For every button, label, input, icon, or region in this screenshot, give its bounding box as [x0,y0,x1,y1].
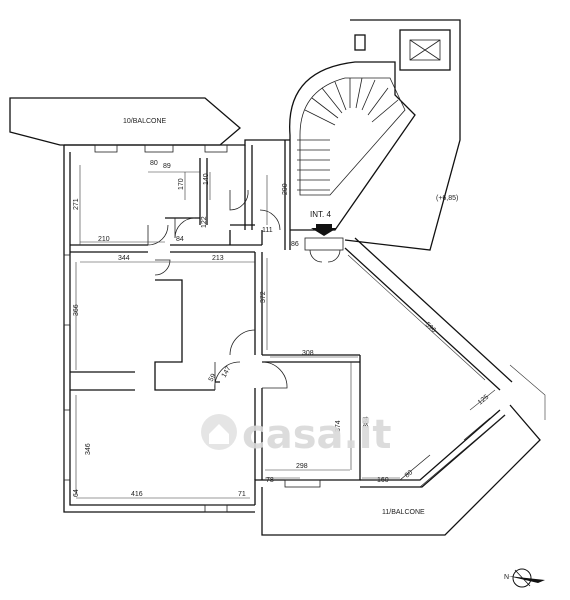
dim-160: 160 [377,477,389,484]
dim-346: 346 [85,443,92,455]
dim-59: 59 [208,373,218,383]
watermark: casa.it [201,412,392,458]
dim-290: 290 [282,183,289,195]
dim-384: 384 [363,416,370,428]
dimension-lines [75,165,546,499]
dimension-labels: 80 89 170 140 271 290 210 84 122 111 86 … [73,160,490,498]
dim-213: 213 [212,255,224,262]
elevation-label: (+6,85) [436,195,458,202]
entrance-marker: INT. 4 [310,210,337,236]
dim-308: 308 [302,350,314,357]
dim-89: 89 [163,163,171,170]
watermark-text: casa.it [242,412,392,458]
dim-374: 374 [335,420,342,432]
dim-271: 271 [73,198,80,210]
windows [63,144,491,513]
dim-596: 596 [424,321,437,334]
dim-64: 64 [73,489,80,497]
dim-416: 416 [131,491,143,498]
doors [147,189,344,391]
dim-84: 84 [176,236,184,243]
dim-372: 372 [260,291,267,303]
dim-140: 140 [203,173,210,185]
interior-walls [70,145,360,480]
balcony-11-label: 11/BALCONE [382,509,425,516]
dim-80-bottom: 80 [404,469,415,479]
north-compass: N [504,568,545,588]
dim-80-top: 80 [150,160,158,167]
entrance-label: INT. 4 [310,210,331,219]
dim-366: 366 [73,304,80,316]
dim-71: 71 [238,491,246,498]
balcony-10-label: 10/BALCONE [123,118,167,125]
dim-298: 298 [296,463,308,470]
stairwell [289,19,461,251]
balcony-11: 11/BALCONE [261,404,541,536]
dim-147: 147 [221,365,233,379]
compass-icon [512,568,532,588]
dim-344: 344 [118,255,130,262]
dim-170: 170 [178,178,185,190]
dim-78: 78 [266,477,274,484]
dim-111: 111 [262,227,273,234]
entrance-arrow-icon [311,224,337,236]
north-label: N [504,574,509,581]
dim-86: 86 [291,241,299,248]
balcony-10: 10/BALCONE [9,97,242,146]
dim-122: 122 [201,216,208,228]
dim-210: 210 [98,236,110,243]
